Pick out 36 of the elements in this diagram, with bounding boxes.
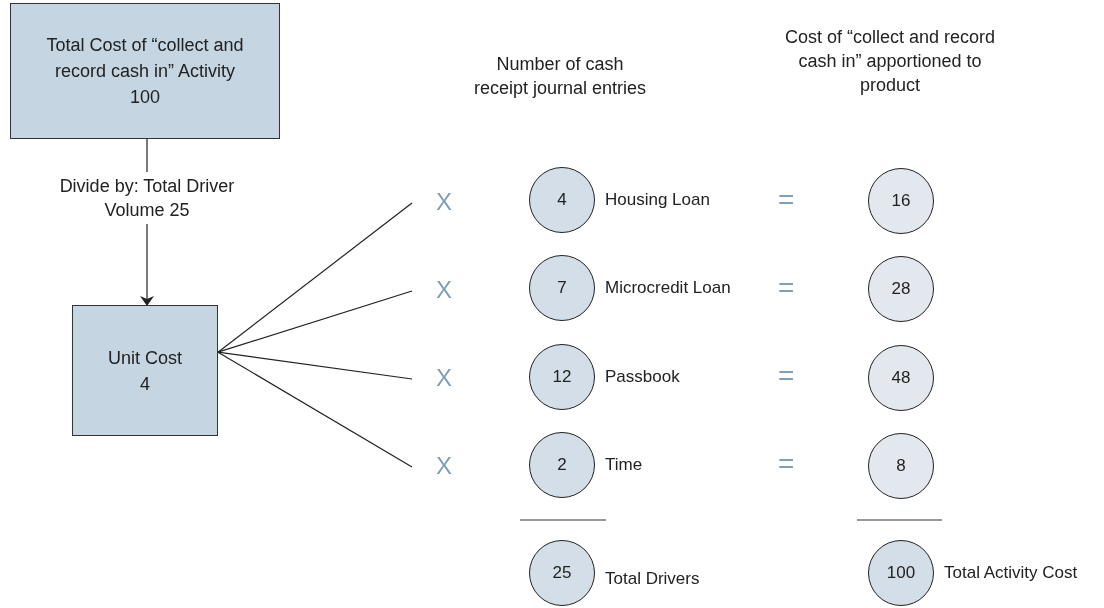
row-label: Housing Loan (605, 190, 710, 210)
value-text: 28 (891, 279, 911, 299)
value-text: 12 (552, 367, 572, 387)
row-label: Time (605, 455, 643, 475)
row-label: Total Activity Cost (944, 563, 1078, 583)
connector-line (217, 290, 413, 353)
value-text: 8 (896, 456, 906, 476)
value-text: 2 (557, 455, 567, 475)
multiply-sign: X (412, 452, 452, 480)
multiply-sign: X (412, 188, 452, 216)
row-label: Passbook (605, 367, 680, 387)
value-text: 7 (557, 278, 567, 298)
value-text: 4 (557, 190, 567, 210)
connector-line (217, 351, 413, 380)
multiply-sign: X (412, 364, 452, 392)
box-text: Total Cost of “collect and record cash in” Activity (45, 34, 245, 83)
process-box (10, 3, 280, 139)
multiply-sign: X (412, 276, 452, 304)
equals-sign: = (778, 450, 796, 478)
process-box (72, 305, 218, 436)
value-text: 16 (891, 191, 911, 211)
connector-line (217, 202, 413, 353)
column-header: Number of cash receipt journal entries (472, 53, 648, 100)
column-header: Cost of “collect and record cash in” apportioned to product (783, 26, 997, 97)
equals-sign: = (778, 362, 796, 390)
equals-sign: = (778, 274, 796, 302)
row-label: Total Drivers (605, 569, 700, 589)
value-text: 48 (891, 368, 911, 388)
value-text: 25 (552, 563, 572, 583)
box-text: 4 (140, 372, 150, 396)
value-text: 100 (886, 563, 916, 583)
equals-sign: = (778, 186, 796, 214)
row-label: Microcredit Loan (605, 278, 731, 298)
box-text: Unit Cost (108, 346, 182, 370)
connector-line (217, 351, 413, 468)
box-text: 100 (129, 86, 160, 109)
